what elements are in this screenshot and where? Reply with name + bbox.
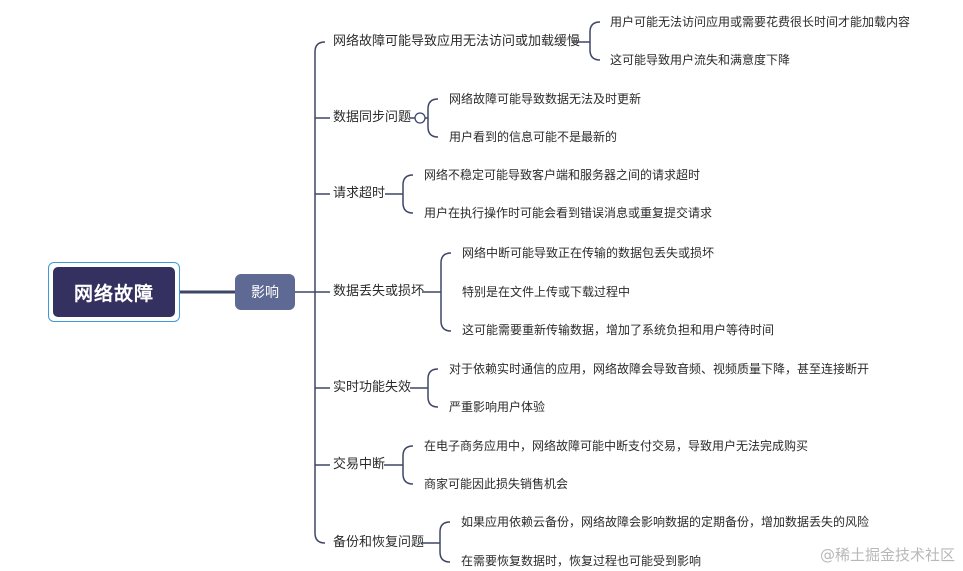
category-node[interactable]: 请求超时	[333, 186, 386, 201]
category-node[interactable]: 实时功能失效	[333, 380, 412, 395]
leaf-node[interactable]: 用户在执行操作时可能会看到错误消息或重复提交请求	[424, 206, 713, 220]
category-node[interactable]: 交易中断	[333, 457, 386, 472]
leaf-node[interactable]: 严重影响用户体验	[449, 400, 546, 414]
category-node[interactable]: 数据同步问题	[333, 110, 412, 125]
leaf-node[interactable]: 用户可能无法访问应用或需要花费很长时间才能加载内容	[610, 15, 911, 29]
leaf-node[interactable]: 在需要恢复数据时，恢复过程也可能受到影响	[461, 554, 702, 568]
leaf-node[interactable]: 商家可能因此损失销售机会	[424, 477, 569, 491]
leaf-node[interactable]: 网络不稳定可能导致客户端和服务器之间的请求超时	[424, 168, 701, 182]
root-node[interactable]: 网络故障	[48, 262, 180, 322]
leaf-node[interactable]: 网络中断可能导致正在传输的数据包丢失或损坏	[462, 246, 715, 260]
category-node[interactable]: 网络故障可能导致应用无法访问或加载缓慢	[333, 34, 581, 49]
root-node-label: 网络故障	[53, 267, 175, 317]
leaf-node[interactable]: 特别是在文件上传或下载过程中	[462, 285, 631, 299]
leaf-node[interactable]: 在电子商务应用中，网络故障可能中断支付交易，导致用户无法完成购买	[424, 439, 809, 453]
leaf-node[interactable]: 这可能导致用户流失和满意度下降	[610, 53, 791, 67]
collapse-toggle-icon	[414, 112, 426, 124]
branch-node-impact[interactable]: 影响	[235, 274, 295, 310]
category-node[interactable]: 数据丢失或损坏	[333, 284, 425, 299]
leaf-node[interactable]: 这可能需要重新传输数据，增加了系统负担和用户等待时间	[462, 323, 775, 337]
watermark: @稀土掘金技术社区	[819, 546, 955, 564]
leaf-node[interactable]: 如果应用依赖云备份，网络故障会影响数据的定期备份，增加数据丢失的风险	[461, 515, 870, 529]
leaf-node[interactable]: 对于依赖实时通信的应用，网络故障会导致音频、视频质量下降，甚至连接断开	[449, 362, 870, 376]
category-node[interactable]: 备份和恢复问题	[333, 535, 425, 550]
leaf-node[interactable]: 网络故障可能导致数据无法及时更新	[449, 92, 642, 106]
leaf-node[interactable]: 用户看到的信息可能不是最新的	[449, 130, 618, 144]
